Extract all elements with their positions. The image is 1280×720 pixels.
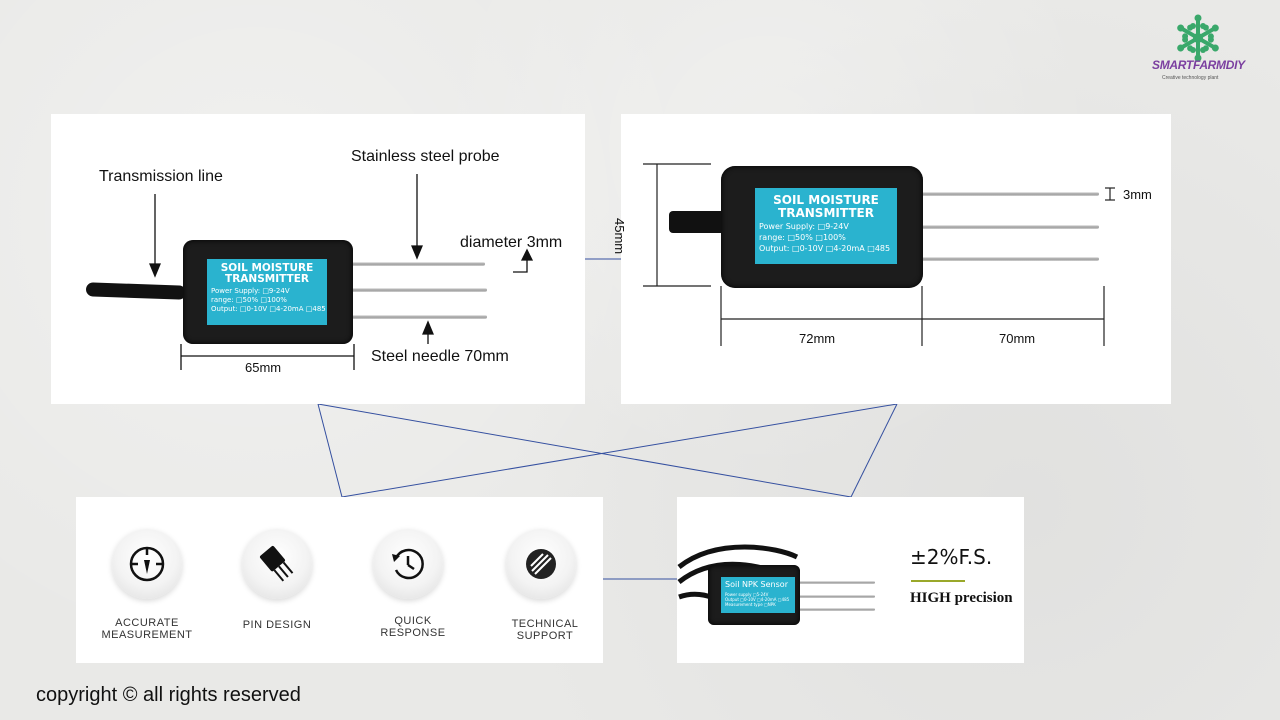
sensor-title-line1: SOIL MOISTURE	[220, 262, 314, 274]
npk-sensor-name: Soil NPK Sensor	[725, 580, 788, 589]
copyright-text: copyright © all rights reserved	[36, 684, 301, 706]
pin-chip-icon	[259, 546, 294, 582]
npk-precision: HIGH precision	[910, 590, 1013, 606]
label-probe-length: 70mm	[999, 331, 1036, 346]
target-icon	[129, 546, 165, 582]
feature-tech-line2: SUPPORT	[516, 630, 574, 642]
label-body-length: 72mm	[799, 331, 836, 346]
label-diameter: diameter 3mm	[460, 234, 563, 251]
panel-sensor-labeled: SOIL MOISTURE TRANSMITTER Power Supply: …	[51, 114, 585, 404]
feature-pin-design-label: PIN DESIGN	[242, 619, 312, 631]
label-height: 45mm	[612, 218, 627, 255]
label-steel-probe: Stainless steel probe	[351, 148, 500, 165]
feature-accurate-line2: MEASUREMENT	[101, 629, 193, 641]
feature-tech-line1: TECHNICAL	[511, 618, 579, 630]
feature-accurate-line1: ACCURATE	[115, 617, 179, 629]
label-transmission-line: Transmission line	[99, 168, 223, 185]
sensor-title-line2: TRANSMITTER	[225, 273, 309, 286]
feature-quick-line1: QUICK	[394, 615, 432, 627]
panel-sensor-dimensions: SOIL MOISTURE TRANSMITTER Power Supply: …	[612, 114, 1171, 404]
annotation-arrows-left	[149, 174, 534, 370]
brand-logo: SMARTFARMDIY Creative technology plant	[1150, 14, 1246, 86]
sensor-output-right: Output: □0-10V □4-20mA □485	[759, 244, 891, 254]
feature-quick-line2: RESPONSE	[380, 627, 446, 639]
sensor-range: range: □50% □100%	[211, 296, 287, 305]
brand-tagline: Creative technology plant	[1162, 75, 1219, 81]
sensor-title-line1-right: SOIL MOISTURE	[773, 193, 879, 207]
label-needle: Steel needle 70mm	[371, 348, 509, 365]
sensor-output: Output: □0-10V □4-20mA □485	[211, 305, 326, 314]
npk-accuracy: ±2%F.S.	[910, 545, 993, 569]
clock-icon	[392, 548, 424, 580]
dimension-lines-right	[643, 163, 1115, 346]
panel-features: ACCURATE MEASUREMENT PIN DESIGN QUICK RE…	[76, 497, 603, 663]
npk-underline	[911, 580, 965, 582]
sensor-title-line2-right: TRANSMITTER	[778, 205, 874, 220]
sensor-power: Power Supply: □9-24V	[211, 287, 290, 296]
sensor-label-left: SOIL MOISTURE TRANSMITTER Power Supply: …	[207, 259, 327, 325]
sensor-power-right: Power Supply: □9-24V	[759, 222, 849, 232]
snowflake-leaf-icon	[1173, 14, 1223, 62]
sensor-range-right: range: □50% □100%	[759, 233, 846, 243]
label-needle-diameter: 3mm	[1123, 187, 1152, 202]
sensor-label-right: SOIL MOISTURE TRANSMITTER Power Supply: …	[755, 188, 897, 264]
label-width: 65mm	[245, 360, 282, 375]
tools-icon	[526, 549, 556, 579]
brand-name: SMARTFARMDIY	[1152, 58, 1245, 72]
